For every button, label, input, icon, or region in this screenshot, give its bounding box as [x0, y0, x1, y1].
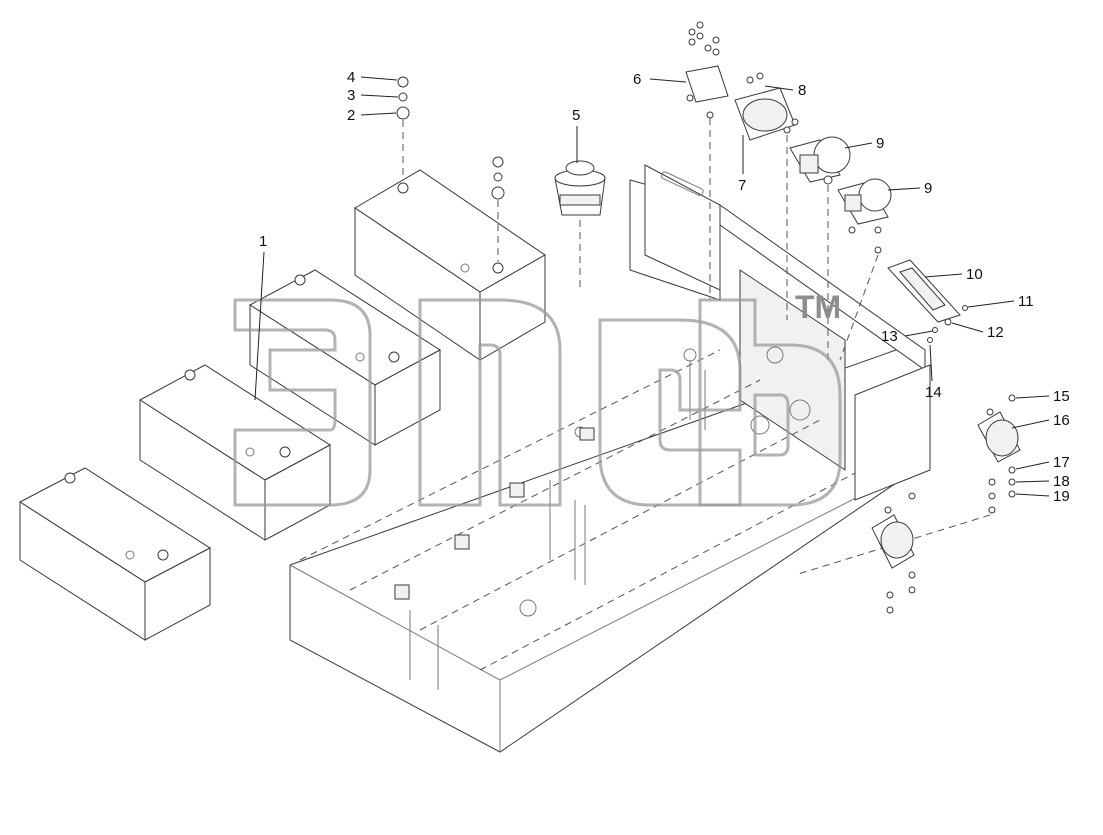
- fuse-block: [887, 259, 968, 343]
- side-bracket: [794, 394, 1021, 576]
- callout-14: 14: [925, 384, 942, 401]
- callout-9b: 9: [924, 180, 932, 197]
- callout-19: 19: [1053, 488, 1070, 505]
- battery-box-frame: [289, 164, 931, 753]
- watermark-trademark: TM: [795, 289, 841, 325]
- callout-12: 12: [987, 324, 1004, 341]
- callout-13: 13: [881, 328, 898, 345]
- battery-1: [19, 467, 211, 641]
- callout-3: 3: [347, 87, 355, 104]
- callout-1: 1: [259, 233, 267, 250]
- watermark: TM: [233, 289, 842, 507]
- cap-assembly: [554, 160, 606, 292]
- callout-17: 17: [1053, 454, 1070, 471]
- callout-5: 5: [572, 107, 580, 124]
- terminal-hardware-stack: [396, 76, 505, 262]
- callout-4: 4: [347, 69, 355, 86]
- callouts: 4 3 2 1 5 6 7 8 9 9 10 11 12 13 14 15 16: [254, 69, 1070, 505]
- battery-switch: [734, 72, 799, 320]
- relay-plate: [685, 21, 729, 300]
- callout-18: 18: [1053, 473, 1070, 490]
- callout-6: 6: [633, 71, 641, 88]
- callout-7: 7: [738, 177, 746, 194]
- solenoid-upper: [789, 136, 851, 360]
- callout-9a: 9: [876, 135, 884, 152]
- callout-15: 15: [1053, 388, 1070, 405]
- callout-11: 11: [1018, 293, 1034, 310]
- lower-bracket: [871, 492, 916, 614]
- callout-8: 8: [798, 82, 806, 99]
- callout-2: 2: [347, 107, 355, 124]
- callout-10: 10: [966, 266, 983, 283]
- callout-16: 16: [1053, 412, 1070, 429]
- solenoid-lower: [837, 178, 892, 361]
